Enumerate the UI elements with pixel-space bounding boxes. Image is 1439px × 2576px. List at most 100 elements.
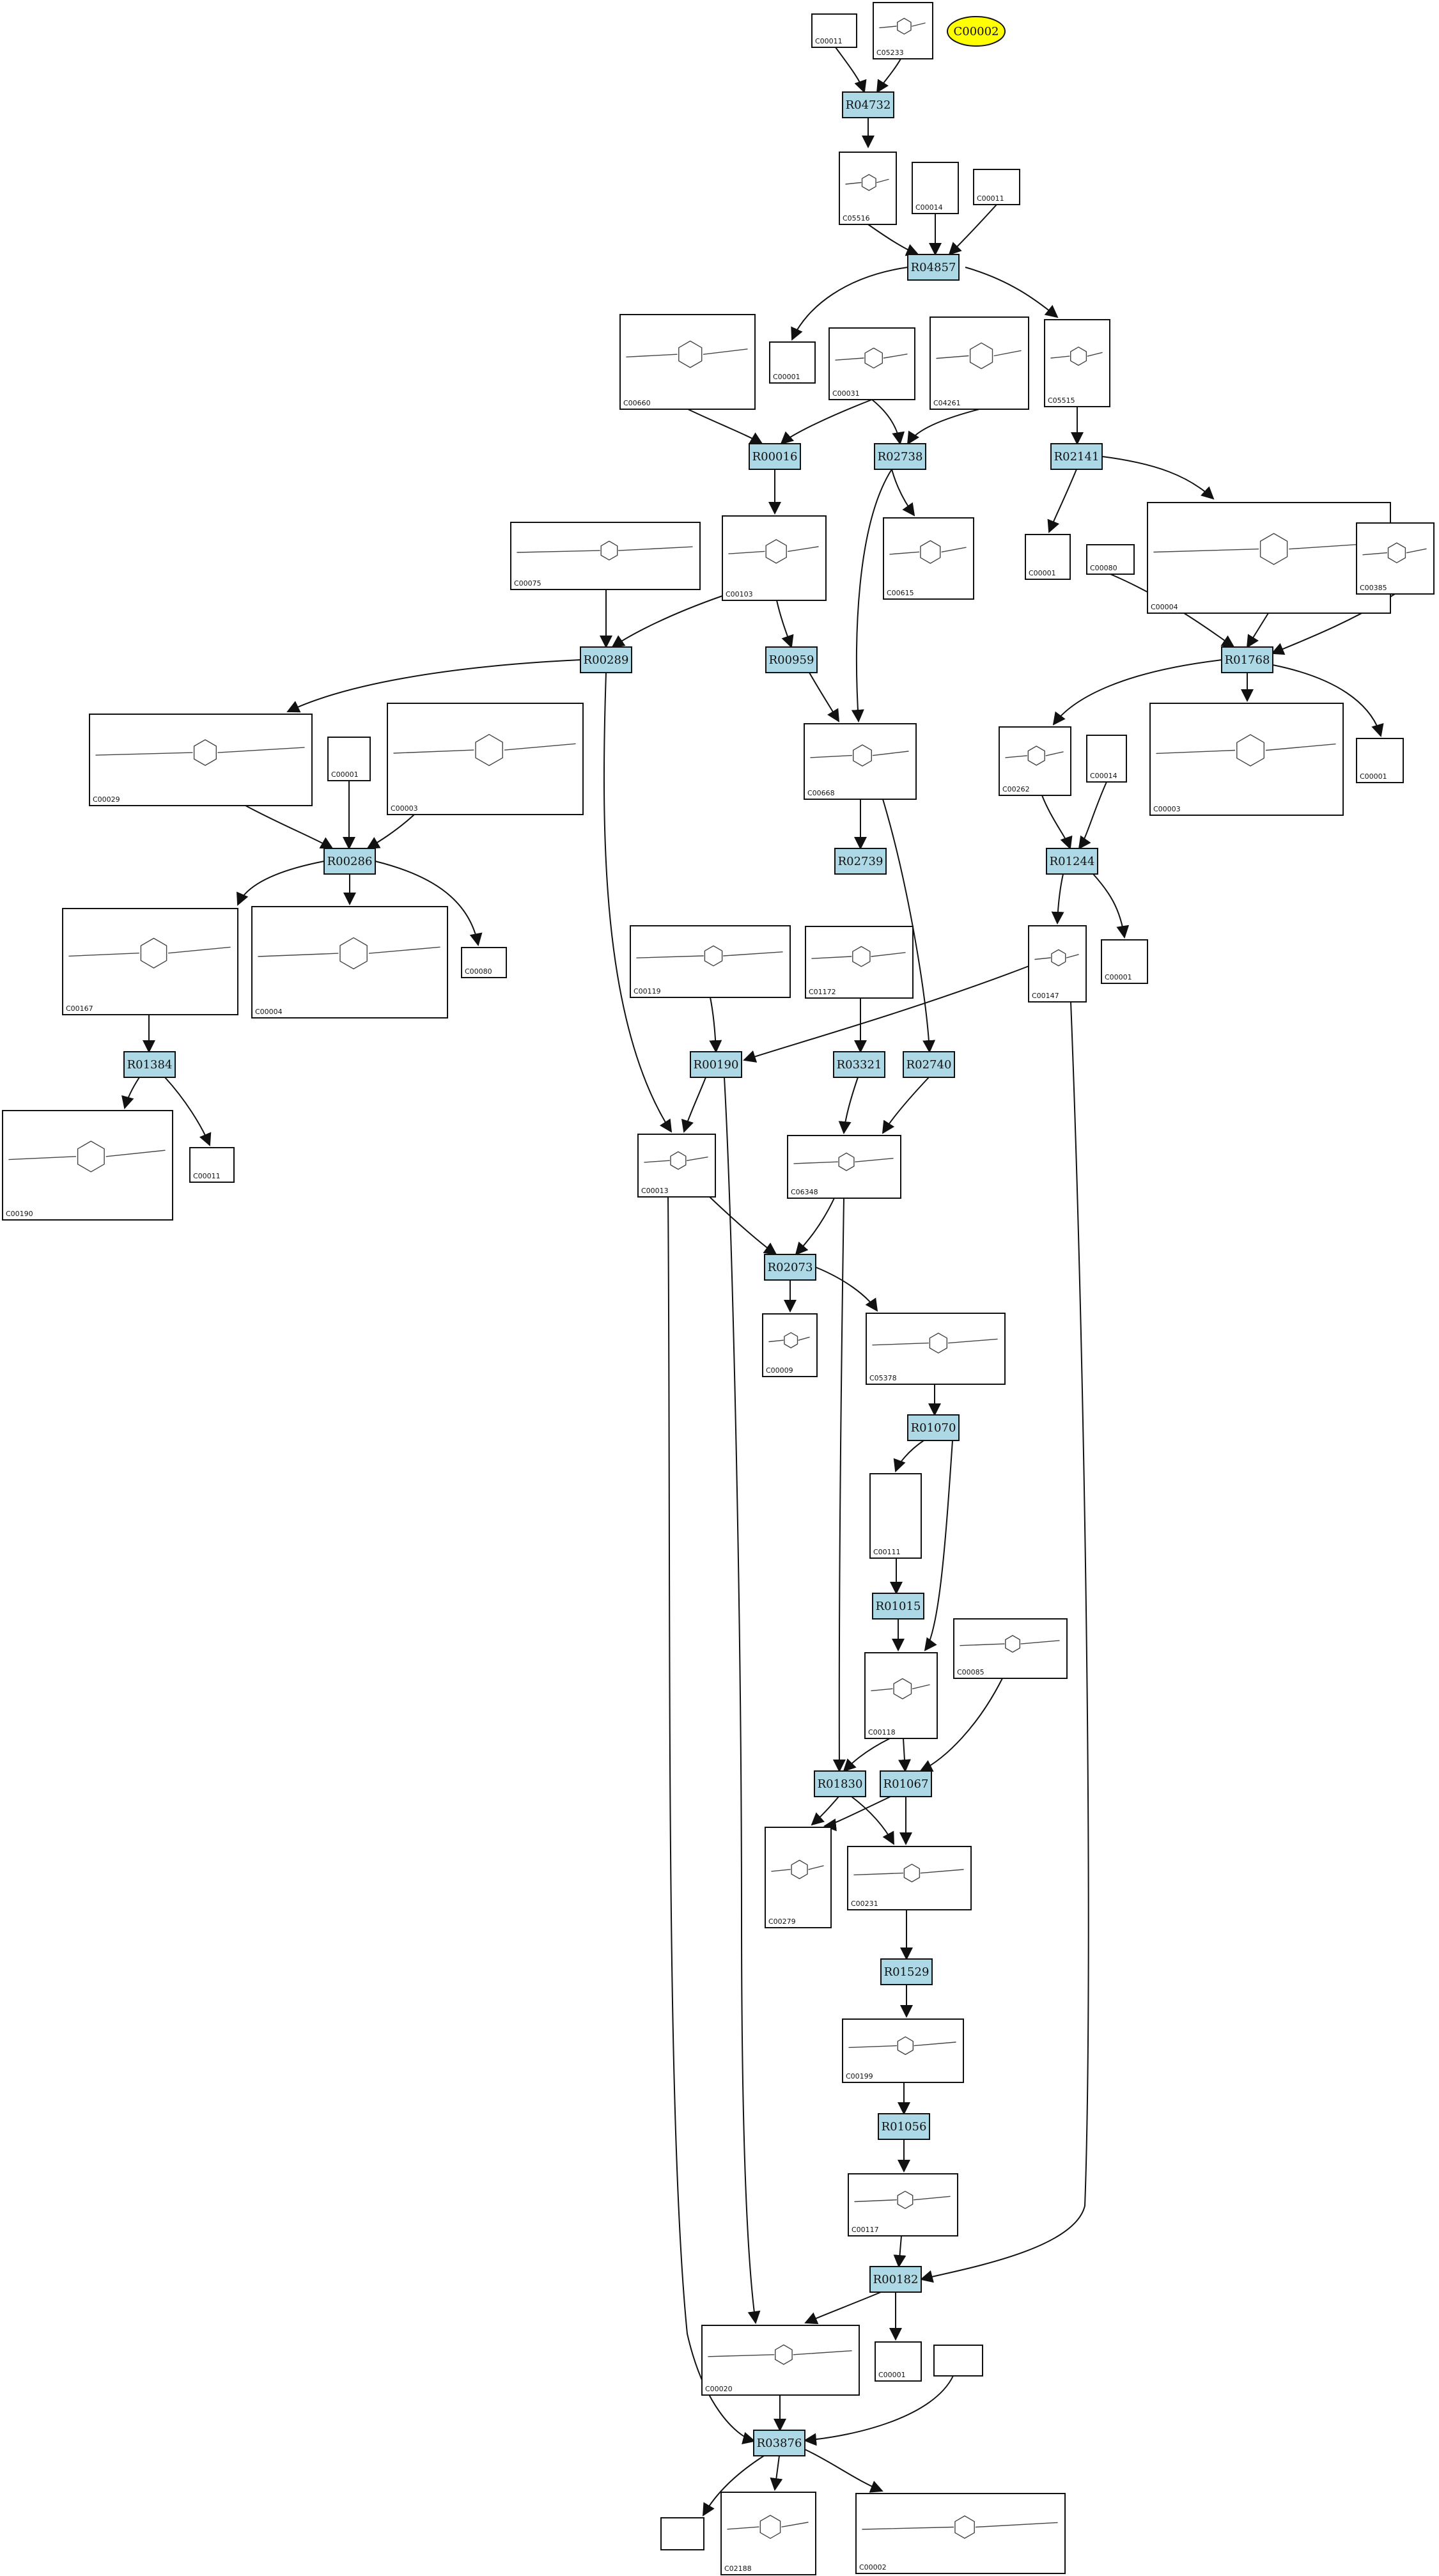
- structure-graphic: [871, 1678, 930, 1699]
- compound-label: C00615: [887, 589, 914, 597]
- reaction-node-r01830[interactable]: R01830: [814, 1770, 866, 1797]
- compound-node-c00003[interactable]: C00003: [1149, 703, 1344, 816]
- reaction-node-r01056[interactable]: R01056: [878, 2113, 930, 2140]
- compound-node-c05233[interactable]: C05233: [873, 2, 933, 59]
- compound-node-c00014[interactable]: C00014: [1086, 735, 1127, 783]
- compound-node-c00020[interactable]: C00020: [701, 2325, 860, 2396]
- compound-node-c00011[interactable]: C00011: [811, 13, 857, 48]
- compound-box: [461, 947, 507, 978]
- compound-box: [251, 906, 448, 1019]
- compound-node-c00147[interactable]: C00147: [1028, 925, 1087, 1003]
- compound-node-c05515[interactable]: C05515: [1044, 319, 1110, 407]
- reaction-node-r02738[interactable]: R02738: [874, 443, 926, 470]
- compound-node-c00167[interactable]: C00167: [62, 908, 238, 1015]
- compound-node-c00001[interactable]: C00001: [1025, 534, 1071, 580]
- compound-node-c00003[interactable]: C00003: [387, 703, 584, 815]
- compound-node-c00103[interactable]: C00103: [722, 515, 827, 601]
- reaction-label: R00289: [584, 653, 629, 667]
- compound-node-c00080[interactable]: C00080: [1086, 544, 1135, 575]
- compound-node-c01172[interactable]: C01172: [805, 926, 914, 999]
- reaction-node-r01244[interactable]: R01244: [1046, 848, 1098, 875]
- compound-node-c00029[interactable]: C00029: [89, 714, 313, 806]
- compound-node-c00009[interactable]: C00009: [762, 1313, 818, 1377]
- reaction-node-r02073[interactable]: R02073: [764, 1254, 816, 1281]
- reaction-node-r00190[interactable]: R00190: [690, 1051, 742, 1078]
- compound-node-c00001[interactable]: C00001: [1356, 738, 1404, 783]
- compound-node-c00385[interactable]: C00385: [1356, 522, 1435, 595]
- compound-node-c00002[interactable]: C00002: [855, 2493, 1066, 2574]
- reaction-node-r00959[interactable]: R00959: [765, 646, 818, 673]
- reaction-node-r02739[interactable]: R02739: [834, 848, 887, 875]
- compound-node-c00031[interactable]: C00031: [828, 327, 915, 400]
- structure-graphic: [95, 739, 305, 766]
- edge-44: [164, 1077, 212, 1146]
- reaction-node-r01768[interactable]: R01768: [1221, 646, 1273, 673]
- compound-node-c00279[interactable]: C00279: [765, 1827, 832, 1928]
- compound-node-c00004[interactable]: C00004: [251, 906, 448, 1019]
- reaction-node-r00289[interactable]: R00289: [580, 646, 632, 673]
- compound-node-c00190[interactable]: C00190: [2, 1110, 173, 1221]
- reaction-node-r01384[interactable]: R01384: [123, 1051, 176, 1078]
- compound-node-c00011[interactable]: C00011: [189, 1147, 235, 1183]
- reaction-node-r00286[interactable]: R00286: [323, 848, 376, 875]
- reaction-node-r01529[interactable]: R01529: [880, 1958, 933, 1985]
- compound-node-c06348[interactable]: C06348: [787, 1135, 901, 1199]
- compound-node-c00075[interactable]: C00075: [510, 522, 701, 590]
- compound-node-c00615[interactable]: C00615: [883, 517, 974, 600]
- compound-node-c00004[interactable]: C00004: [1147, 502, 1391, 614]
- compound-node-c00199[interactable]: C00199: [842, 2018, 964, 2083]
- edge-60: [924, 1440, 953, 1651]
- reaction-node-r03876[interactable]: R03876: [753, 2430, 805, 2456]
- reaction-box: [903, 1051, 955, 1078]
- compound-node-c00001[interactable]: C00001: [327, 737, 371, 781]
- compound-node-c00085[interactable]: C00085: [953, 1618, 1068, 1679]
- compound-node-c00118[interactable]: C00118: [864, 1652, 938, 1739]
- compound-node-c00013[interactable]: C00013: [637, 1134, 716, 1198]
- compound-node-c00014[interactable]: C00014: [912, 162, 959, 214]
- compound-node-c05516[interactable]: C05516: [839, 152, 897, 225]
- compound-node-c00111[interactable]: C00111: [869, 1473, 922, 1559]
- compound-node-c00231[interactable]: C00231: [847, 1846, 972, 1910]
- compound-label: C00004: [1151, 603, 1178, 611]
- compound-node-c05378[interactable]: C05378: [866, 1313, 1006, 1385]
- reaction-node-r01067[interactable]: R01067: [880, 1770, 932, 1797]
- compound-label: C05515: [1048, 396, 1075, 405]
- reaction-node-r02141[interactable]: R02141: [1050, 443, 1103, 470]
- reaction-node-r00182[interactable]: R00182: [869, 2266, 922, 2293]
- compound-label: C04261: [933, 399, 961, 407]
- reaction-box: [907, 1414, 960, 1441]
- compound-node-c00011[interactable]: C00011: [973, 169, 1020, 205]
- compound-node-c04261[interactable]: C04261: [930, 316, 1029, 410]
- compound-label: C00117: [852, 2226, 879, 2234]
- compound-box: [189, 1147, 235, 1183]
- reaction-label: R03321: [837, 1058, 882, 1072]
- reaction-node-r03321[interactable]: R03321: [833, 1051, 885, 1078]
- compound-node-c00119[interactable]: C00119: [630, 925, 791, 998]
- reaction-node-r02740[interactable]: R02740: [903, 1051, 955, 1078]
- reaction-node-r04732[interactable]: R04732: [842, 91, 894, 118]
- reaction-node-r01015[interactable]: R01015: [872, 1593, 924, 1620]
- edge-54: [795, 1198, 835, 1256]
- reaction-node-r01070[interactable]: R01070: [907, 1414, 960, 1441]
- edge-82: [804, 2449, 883, 2493]
- compound-label: C00014: [915, 203, 943, 212]
- compound-node-c00660[interactable]: C00660: [619, 314, 756, 410]
- reaction-node-r00016[interactable]: R00016: [749, 443, 801, 470]
- compound-node-c00001[interactable]: C00001: [769, 341, 816, 384]
- highlighted-compound[interactable]: C00002: [947, 16, 1006, 47]
- reaction-node-r04857[interactable]: R04857: [907, 254, 960, 281]
- compound-node-c00001[interactable]: C00001: [1101, 939, 1148, 984]
- compound-node-c00117[interactable]: C00117: [848, 2173, 958, 2236]
- empty-compound-box-1[interactable]: [660, 2517, 704, 2550]
- structure-graphic: [936, 342, 1022, 370]
- compound-label: C00111: [873, 1548, 901, 1556]
- compound-node-c00262[interactable]: C00262: [999, 726, 1071, 796]
- compound-node-c00668[interactable]: C00668: [804, 723, 917, 800]
- empty-compound-box-0[interactable]: [933, 2345, 983, 2377]
- compound-node-c00080[interactable]: C00080: [461, 947, 507, 978]
- structure-graphic: [768, 1332, 810, 1348]
- compound-node-c02188[interactable]: C02188: [720, 2492, 816, 2575]
- compound-node-c00001[interactable]: C00001: [875, 2341, 922, 2382]
- compound-box: [847, 1846, 972, 1910]
